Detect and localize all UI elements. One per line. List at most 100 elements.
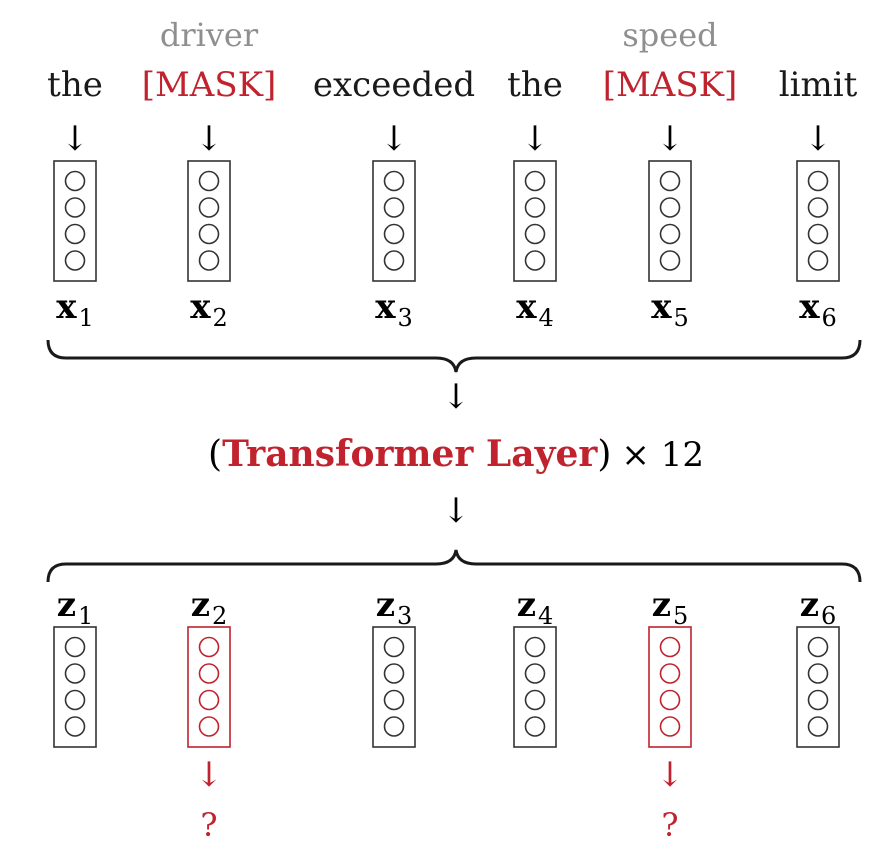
neuron-circle — [807, 223, 829, 245]
neuron-circle — [807, 716, 829, 737]
transformer-close-paren: ) — [597, 434, 611, 475]
prediction-unknown-2: ? — [200, 806, 217, 844]
vector-frame — [513, 626, 557, 748]
vector-frame — [648, 160, 692, 282]
output-label-z1: z1 — [57, 585, 94, 630]
neuron-circle — [807, 170, 829, 192]
input-label-x2-base: x — [190, 287, 211, 327]
output-vector-2 — [187, 626, 231, 748]
input-token-4: the — [507, 65, 563, 105]
tokens-layer: the↓x1z1driver[MASK]↓x2z2↓?exceeded↓x3z3… — [47, 16, 857, 844]
neuron-circle — [659, 197, 681, 218]
input-label-x1-base: x — [56, 287, 77, 327]
output-label-z6-base: z — [800, 585, 819, 625]
neuron-circle — [524, 250, 546, 271]
arrow-to-transformer: ↓ — [442, 377, 471, 417]
neuron-circle — [198, 170, 220, 192]
output-vector-3 — [372, 626, 416, 748]
vector-frame — [513, 160, 557, 282]
input-label-x6-base: x — [799, 287, 820, 327]
output-label-z3-subscript: 3 — [397, 602, 412, 630]
neuron-circle — [383, 689, 405, 711]
neuron-circle — [524, 197, 546, 218]
neuron-circle — [64, 663, 86, 684]
output-vector-1 — [53, 626, 97, 748]
neuron-circle — [807, 636, 829, 658]
input-label-x3-subscript: 3 — [398, 304, 413, 332]
neuron-circle — [807, 197, 829, 218]
input-vector-6 — [796, 160, 840, 282]
output-label-z2-subscript: 2 — [212, 602, 227, 630]
transformer-open-paren: ( — [208, 434, 222, 475]
input-token-2: [MASK] — [142, 65, 277, 105]
input-arrow-3: ↓ — [380, 119, 409, 159]
input-label-x1: x1 — [56, 287, 94, 332]
input-label-x2-subscript: 2 — [213, 304, 228, 332]
input-label-x2: x2 — [190, 287, 228, 332]
output-label-z6: z6 — [800, 585, 837, 630]
neuron-circle — [383, 197, 405, 218]
arrow-from-transformer: ↓ — [442, 491, 471, 531]
input-vector-3 — [372, 160, 416, 282]
neuron-circle — [659, 170, 681, 192]
input-label-x3: x3 — [375, 287, 413, 332]
input-token-5: [MASK] — [603, 65, 738, 105]
neuron-circle — [64, 170, 86, 192]
input-arrow-4: ↓ — [521, 119, 550, 159]
neuron-circle — [659, 250, 681, 271]
input-token-1: the — [47, 65, 103, 105]
neuron-circle — [659, 716, 681, 737]
input-vector-1 — [53, 160, 97, 282]
input-label-x4-subscript: 4 — [539, 304, 554, 332]
output-label-z5-base: z — [652, 585, 671, 625]
neuron-circle — [198, 716, 220, 737]
output-vector-5 — [648, 626, 692, 748]
neuron-circle — [659, 663, 681, 684]
prediction-arrow-5: ↓ — [656, 755, 685, 795]
vector-frame — [53, 160, 97, 282]
output-label-z5-subscript: 5 — [673, 602, 688, 630]
neuron-circle — [383, 250, 405, 271]
neuron-circle — [198, 250, 220, 271]
original-word-5: speed — [622, 16, 717, 54]
input-label-x5-base: x — [651, 287, 672, 327]
neuron-circle — [524, 689, 546, 711]
output-label-z1-subscript: 1 — [78, 602, 93, 630]
neuron-circle — [383, 223, 405, 245]
neuron-circle — [524, 716, 546, 737]
vector-frame — [187, 626, 231, 748]
output-label-z3: z3 — [376, 585, 413, 630]
output-label-z6-subscript: 6 — [821, 602, 836, 630]
input-arrow-6: ↓ — [804, 119, 833, 159]
neuron-circle — [198, 636, 220, 658]
vector-frame — [372, 626, 416, 748]
neuron-circle — [524, 223, 546, 245]
neuron-circle — [807, 663, 829, 684]
vector-frame — [372, 160, 416, 282]
original-word-2: driver — [160, 16, 259, 54]
neuron-circle — [64, 689, 86, 711]
output-vector-6 — [796, 626, 840, 748]
neuron-circle — [64, 197, 86, 218]
neuron-circle — [659, 636, 681, 658]
neuron-circle — [198, 197, 220, 218]
neuron-circle — [383, 636, 405, 658]
input-token-3: exceeded — [313, 65, 475, 105]
input-label-x5: x5 — [651, 287, 689, 332]
input-arrow-5: ↓ — [656, 119, 685, 159]
neuron-circle — [64, 223, 86, 245]
neuron-circle — [198, 663, 220, 684]
input-label-x3-base: x — [375, 287, 396, 327]
neuron-circle — [383, 663, 405, 684]
input-vector-2 — [187, 160, 231, 282]
vector-frame — [187, 160, 231, 282]
neuron-circle — [807, 250, 829, 271]
output-vector-4 — [513, 626, 557, 748]
vector-frame — [648, 626, 692, 748]
neuron-circle — [524, 663, 546, 684]
neuron-circle — [64, 250, 86, 271]
neuron-circle — [524, 170, 546, 192]
output-label-z1-base: z — [57, 585, 76, 625]
transformer-layer-label: (Transformer Layer)× 12 — [208, 433, 704, 475]
